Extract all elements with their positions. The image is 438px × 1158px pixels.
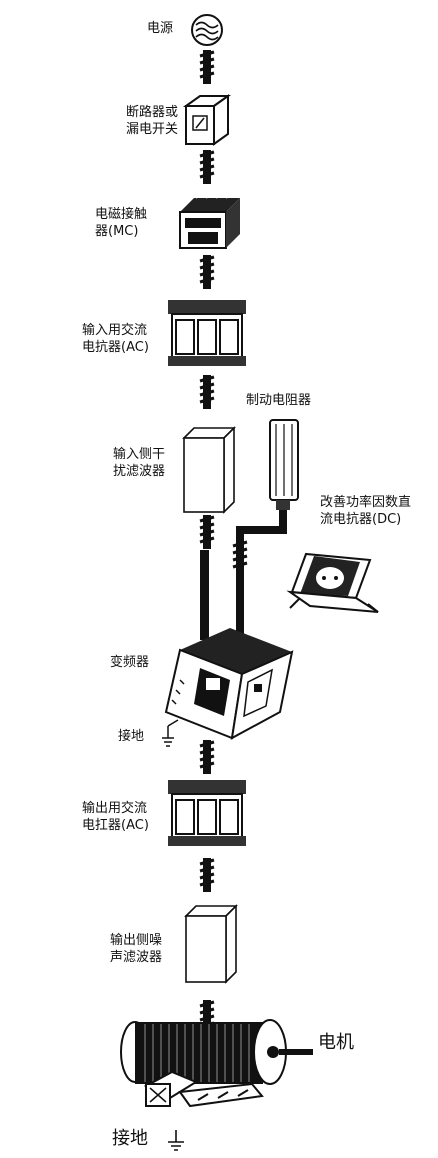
ground-label-motor: 接地 [112,1128,148,1149]
contactor-icon [179,193,240,249]
output-filter-label: 输出侧噪 声滤波器 [110,933,163,965]
output-reactor-label: 输出用交流 电扛器(AC) [82,801,149,833]
dc-reactor-icon [286,552,379,613]
ground-label-inverter: 接地 [118,729,145,744]
output-reactor-icon [168,780,246,846]
power-source-label: 电源 [147,21,174,36]
breaker-label: 断路器或 漏电开关 [125,105,178,137]
ground-icon [162,719,179,747]
brake-resistor-label: 制动电阻器 [246,393,312,408]
motor-label: 电机 [318,1032,354,1053]
circuit-breaker-icon [182,94,232,146]
input-reactor-label: 输入用交流 电抗器(AC) [82,323,149,355]
input-reactor-icon [168,300,246,366]
main-cable [198,48,216,1036]
contactor-label: 电磁接触 器(MC) [95,207,148,239]
motor-icon [120,1019,313,1108]
dc-reactor-label: 改善功率因数直 流电抗器(DC) [320,495,412,527]
inverter-icon [164,628,294,740]
brake-resistor-icon [269,419,299,510]
input-filter-icon [182,426,236,514]
brake-cable [231,510,287,640]
inverter-label: 变频器 [110,655,150,670]
output-filter-icon [184,904,238,984]
input-filter-label: 输入侧干 扰滤波器 [113,447,166,479]
power-source-icon [191,14,223,46]
ground-icon [168,1130,184,1151]
